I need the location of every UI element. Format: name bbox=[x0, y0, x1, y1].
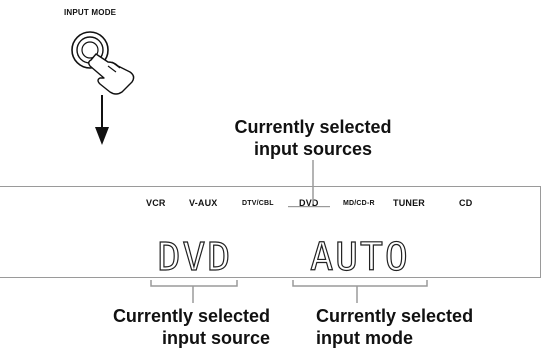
svg-text:AUTO: AUTO bbox=[310, 236, 410, 279]
callout-bl-line1: Currently selected bbox=[112, 306, 270, 326]
svg-text:DVD: DVD bbox=[158, 236, 233, 279]
callout-selected-input-source: Currently selected input source bbox=[80, 305, 270, 349]
hand-icon bbox=[88, 53, 135, 95]
source-indicator-cd: CD bbox=[459, 198, 473, 208]
callout-selected-input-sources: Currently selected input sources bbox=[200, 116, 426, 160]
callout-top-line2: input sources bbox=[253, 139, 373, 159]
source-indicator-dtv-cbl: DTV/CBL bbox=[242, 200, 274, 207]
source-indicator-vcr: VCR bbox=[146, 198, 166, 208]
source-indicator-md-cd-r: MD/CD-R bbox=[343, 200, 375, 207]
display-source-text: DVD bbox=[157, 236, 233, 280]
callout-top-line1: Currently selected bbox=[234, 117, 392, 137]
input-mode-button-label: INPUT MODE bbox=[64, 8, 117, 17]
down-arrow-icon bbox=[95, 95, 109, 145]
input-mode-button[interactable] bbox=[60, 26, 170, 106]
display-mode-text: AUTO bbox=[310, 236, 410, 280]
source-indicator-tuner: TUNER bbox=[393, 198, 425, 208]
callout-bl-line2: input source bbox=[161, 328, 270, 348]
source-indicator-dvd: DVD bbox=[299, 198, 319, 208]
callout-selected-input-mode: Currently selected input mode bbox=[316, 305, 516, 349]
callout-br-line2: input mode bbox=[316, 328, 413, 348]
callout-br-line1: Currently selected bbox=[316, 306, 474, 326]
source-indicator-v-aux: V-AUX bbox=[189, 198, 218, 208]
